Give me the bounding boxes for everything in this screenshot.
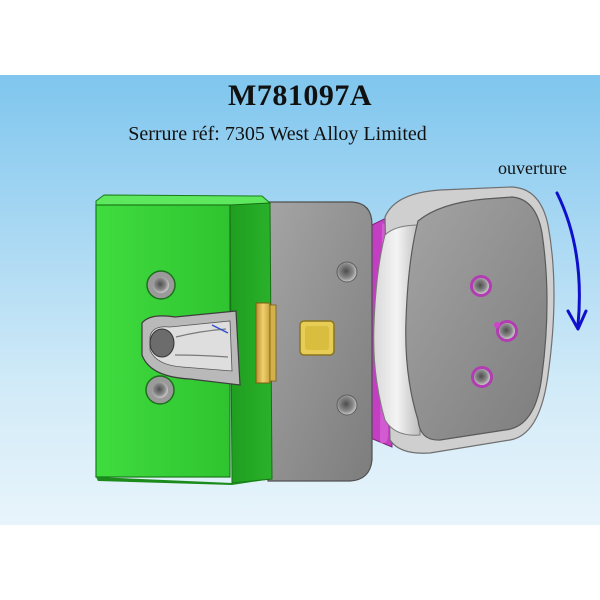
- opening-direction-arrow: [555, 191, 581, 327]
- diagram-panel: M781097A Serrure réf: 7305 West Alloy Li…: [0, 75, 600, 525]
- green-lock-housing: [95, 194, 277, 485]
- lock-reference-subtitle: Serrure réf: 7305 West Alloy Limited: [128, 123, 427, 145]
- lock-assembly-drawing: [95, 186, 588, 485]
- opening-direction-label: ouverture: [498, 158, 567, 178]
- center-plate: [267, 201, 373, 482]
- rotor-assembly: [367, 186, 555, 454]
- arrow-head: [566, 309, 588, 331]
- part-number-title: M781097A: [228, 79, 372, 112]
